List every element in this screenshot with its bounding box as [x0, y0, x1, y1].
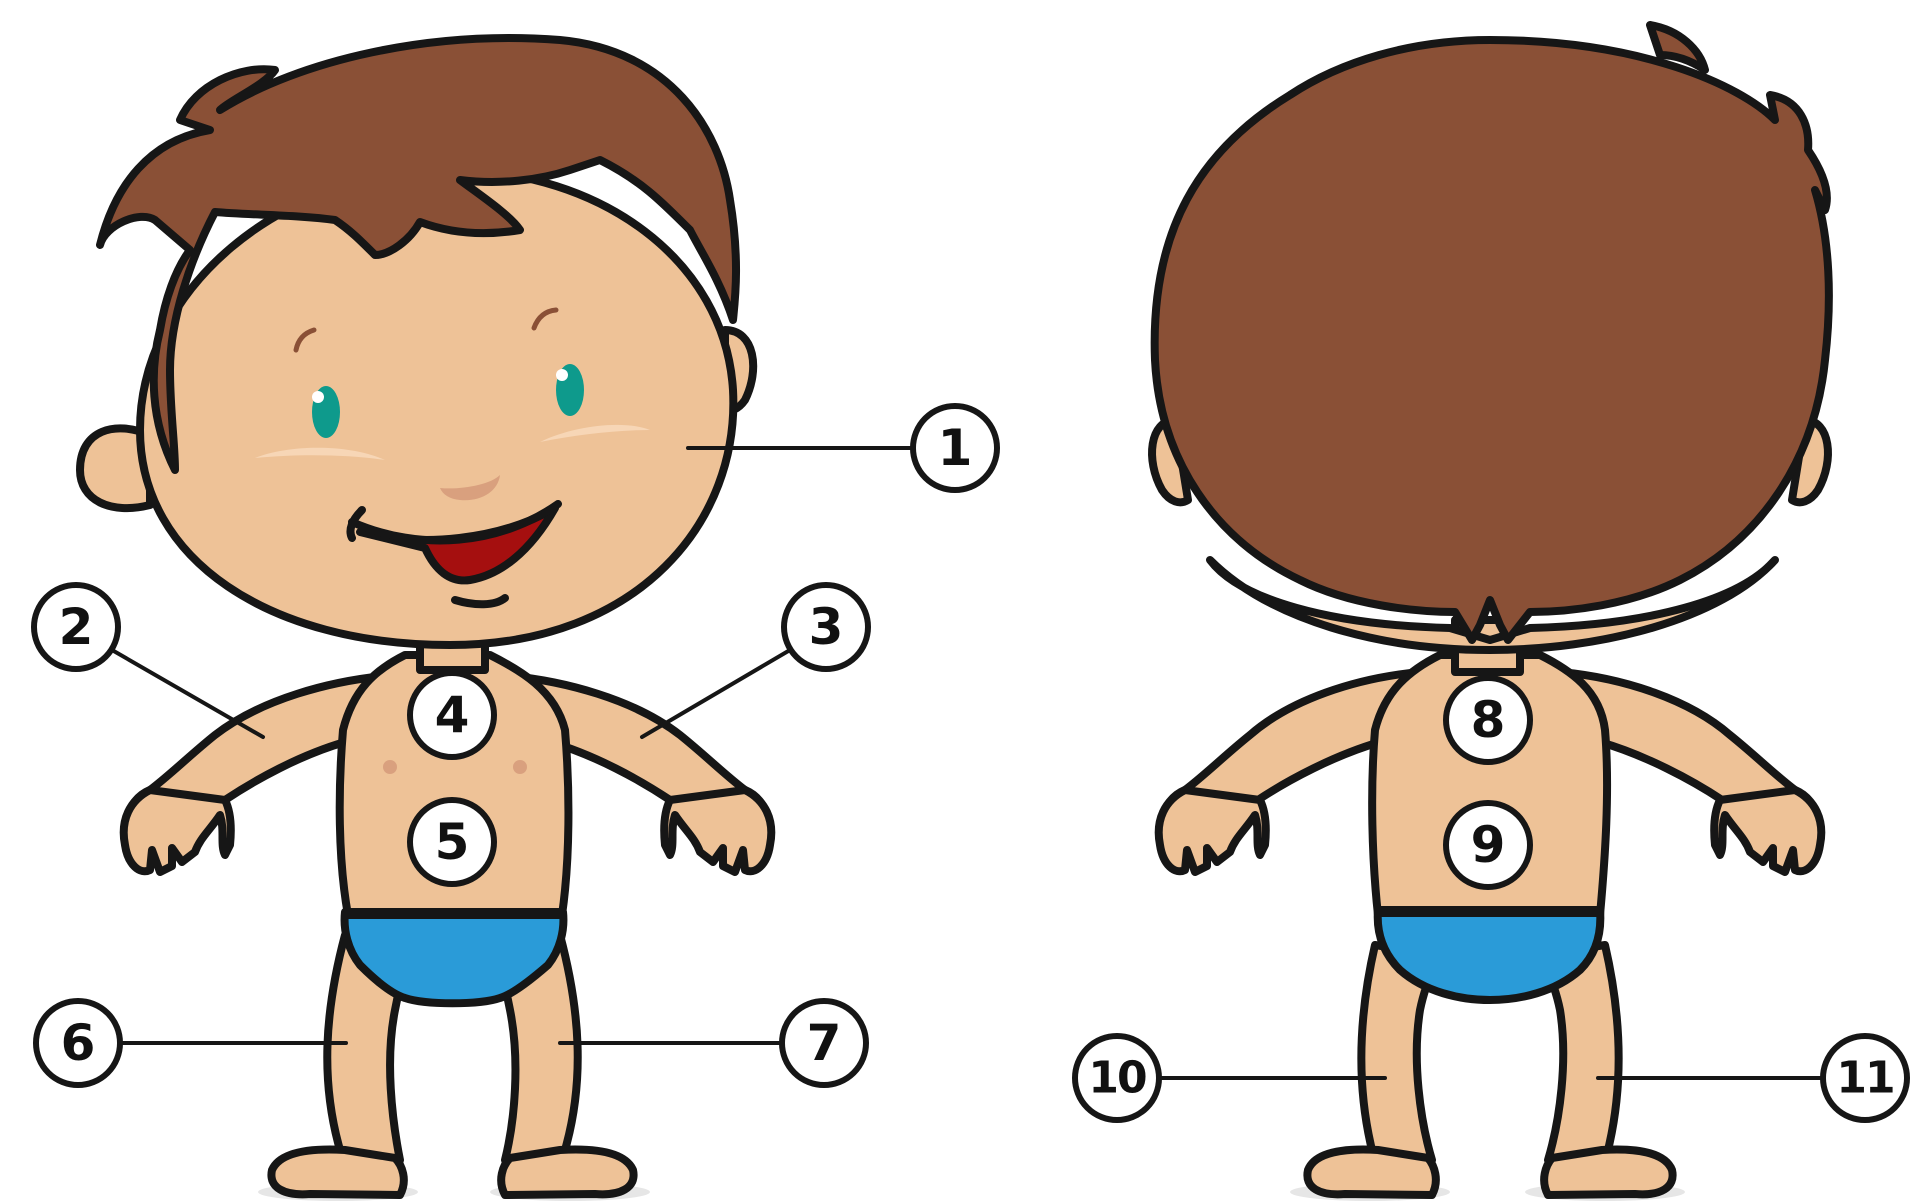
callout-number-7: 7	[807, 1014, 842, 1072]
front-eye-right-glint	[556, 369, 568, 381]
callout-11: 11	[1823, 1036, 1907, 1120]
callout-10: 10	[1075, 1036, 1159, 1120]
boy-front-figure	[80, 38, 771, 1201]
callout-number-8: 8	[1471, 691, 1506, 749]
back-right-hand	[1714, 790, 1821, 872]
callout-6: 6	[36, 1001, 120, 1085]
front-right-foot	[501, 1150, 633, 1195]
front-left-foot	[271, 1150, 403, 1195]
callout-number-9: 9	[1471, 816, 1506, 874]
callout-5: 5	[410, 800, 494, 884]
callout-9: 9	[1446, 803, 1530, 887]
callout-number-3: 3	[809, 598, 844, 656]
callout-8: 8	[1446, 678, 1530, 762]
front-right-hand	[664, 790, 771, 872]
callout-number-6: 6	[61, 1014, 96, 1072]
callout-3: 3	[784, 585, 868, 669]
callout-7: 7	[782, 1001, 866, 1085]
back-left-foot	[1307, 1150, 1435, 1195]
front-face	[140, 170, 733, 645]
front-left-hand	[124, 790, 231, 872]
front-eye-left-glint	[312, 391, 324, 403]
boy-back-figure	[1152, 25, 1829, 1201]
callout-number-5: 5	[435, 813, 470, 871]
callout-number-10: 10	[1088, 1053, 1146, 1104]
back-right-foot	[1544, 1150, 1672, 1195]
callout-number-4: 4	[435, 686, 470, 744]
front-nipple-left	[383, 760, 397, 774]
front-nipple-right	[513, 760, 527, 774]
callout-number-1: 1	[938, 419, 973, 477]
back-left-hand	[1159, 790, 1266, 872]
callout-1: 1	[913, 406, 997, 490]
callout-2: 2	[34, 585, 118, 669]
callout-number-11: 11	[1836, 1053, 1893, 1104]
leader-line-3	[642, 650, 790, 737]
back-hair	[1155, 40, 1829, 640]
callout-number-2: 2	[59, 598, 94, 656]
callout-4: 4	[410, 673, 494, 757]
leader-line-2	[112, 650, 263, 737]
